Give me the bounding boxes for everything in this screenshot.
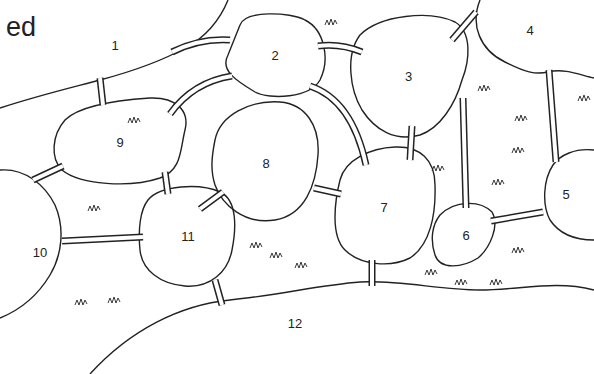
bridge bbox=[165, 172, 168, 194]
land-region: 1 bbox=[106, 36, 124, 55]
island: 7 bbox=[330, 144, 438, 270]
bridge bbox=[549, 70, 556, 162]
wave-mark bbox=[492, 179, 504, 185]
wave-mark bbox=[512, 247, 524, 253]
bridge bbox=[170, 76, 232, 114]
wave-mark bbox=[250, 242, 262, 248]
island: 8 bbox=[210, 100, 322, 226]
caption-fragment: ed bbox=[6, 14, 36, 41]
wave-mark bbox=[432, 165, 444, 171]
land-region: 4 bbox=[521, 21, 539, 40]
wave-mark bbox=[108, 297, 120, 303]
wave-marks bbox=[75, 19, 590, 305]
region-number: 9 bbox=[116, 136, 123, 149]
bridge bbox=[33, 166, 63, 180]
wave-mark bbox=[75, 299, 87, 305]
region-number: 11 bbox=[181, 230, 195, 243]
wave-mark bbox=[295, 262, 307, 268]
region-number: 5 bbox=[562, 188, 569, 201]
land-region: 5 bbox=[557, 185, 575, 204]
region-number: 8 bbox=[262, 157, 269, 170]
land-region: 10 bbox=[29, 243, 51, 262]
land-region: 12 bbox=[284, 314, 306, 333]
bridge bbox=[463, 98, 466, 208]
bridge bbox=[172, 40, 230, 52]
region-number: 10 bbox=[33, 246, 47, 259]
wave-mark bbox=[425, 269, 437, 275]
island: 3 bbox=[343, 8, 474, 144]
bridge bbox=[491, 212, 543, 221]
wave-mark bbox=[88, 205, 100, 211]
region-number: 12 bbox=[288, 317, 302, 330]
wave-mark bbox=[128, 117, 140, 123]
region-number: 7 bbox=[380, 201, 387, 214]
region-number: 6 bbox=[462, 229, 469, 242]
coastline bbox=[476, 0, 594, 78]
coastline bbox=[0, 170, 61, 318]
wave-mark bbox=[478, 85, 490, 91]
region-number: 3 bbox=[405, 70, 412, 83]
bridge bbox=[372, 260, 373, 286]
region-number: 4 bbox=[526, 24, 533, 37]
bridge bbox=[100, 78, 103, 105]
island: 6 bbox=[430, 198, 502, 272]
wave-mark bbox=[512, 147, 524, 153]
wave-mark bbox=[490, 279, 502, 285]
coastline bbox=[90, 282, 594, 374]
bridge bbox=[410, 126, 412, 160]
bridge bbox=[215, 280, 222, 305]
bridge bbox=[452, 12, 476, 40]
bridge bbox=[62, 237, 143, 241]
wave-mark bbox=[515, 115, 527, 121]
wave-mark bbox=[455, 279, 467, 285]
bridge bbox=[200, 192, 223, 209]
coastline bbox=[545, 150, 594, 240]
region-number: 1 bbox=[111, 39, 118, 52]
wave-mark bbox=[270, 252, 282, 258]
bridge bbox=[314, 188, 341, 194]
wave-mark bbox=[325, 19, 337, 25]
wave-mark bbox=[578, 95, 590, 101]
region-number: 2 bbox=[271, 49, 278, 62]
island: 11 bbox=[138, 183, 238, 289]
